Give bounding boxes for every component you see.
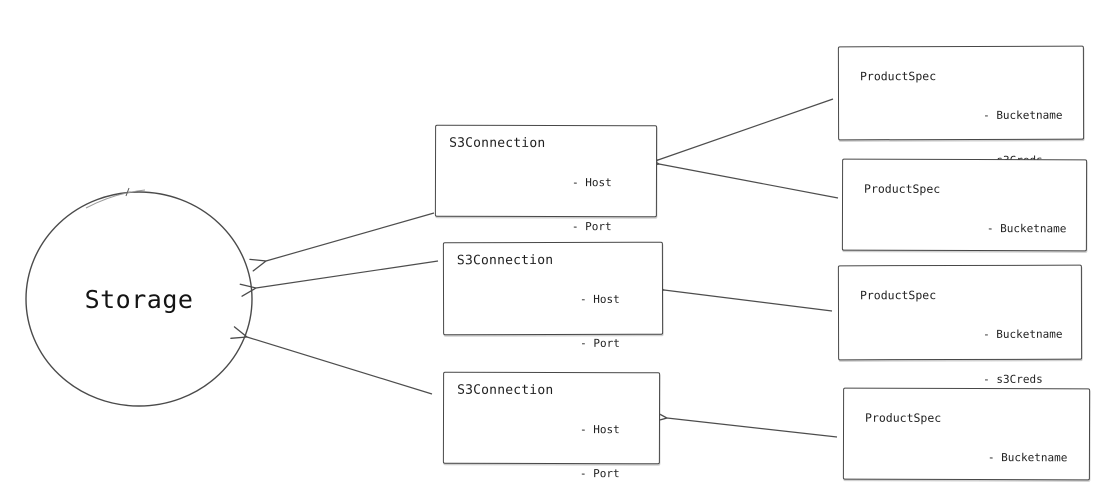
product-spec-title: ProductSpec xyxy=(865,410,942,425)
storage-circle-shape xyxy=(25,191,253,407)
edge-s3-connection-3-to-storage xyxy=(230,326,433,395)
attribute-host: - Host xyxy=(579,423,620,437)
product-spec-title: ProductSpec xyxy=(864,181,941,196)
product-spec-node-3[interactable]: ProductSpec - Bucketname - s3Creds xyxy=(837,264,1083,386)
edge-product-spec-3-to-s3-connection-2 xyxy=(647,281,833,312)
attribute-host: - Host xyxy=(580,292,620,306)
s3-connection-title: S3Connection xyxy=(449,135,546,151)
product-spec-attribute-list: - Bucketname - s3Creds xyxy=(988,420,1068,493)
attribute-host: - Host xyxy=(571,176,612,190)
edge-product-spec-1-to-s3-connection-1 xyxy=(641,98,834,172)
edge-product-spec-2-to-s3-connection-1 xyxy=(642,154,839,199)
attribute-bucketname: - Bucketname xyxy=(986,222,1067,236)
attribute-bucketname: - Bucketname xyxy=(987,451,1068,465)
product-spec-node-1[interactable]: ProductSpec - Bucketname - s3Creds xyxy=(837,45,1085,167)
attribute-port: - Port xyxy=(579,466,620,480)
product-spec-node-2[interactable]: ProductSpec - Bucketname - s3Creds xyxy=(841,158,1088,280)
edge-product-spec-4-to-s3-connection-3 xyxy=(650,409,838,438)
attribute-port: - Port xyxy=(571,219,612,233)
attribute-port: - Port xyxy=(580,336,620,350)
s3-connection-node-1[interactable]: S3Connection - Host - Port - TLS xyxy=(434,124,658,276)
s3-connection-title: S3Connection xyxy=(457,382,554,399)
s3-connection-title: S3Connection xyxy=(456,252,554,269)
edge-s3-connection-2-to-storage xyxy=(239,260,439,297)
storage-circle-sketch-tick xyxy=(125,187,130,197)
attribute-s3creds: - s3Creds xyxy=(983,372,1043,386)
storage-node[interactable]: Storage xyxy=(26,192,252,406)
product-spec-title: ProductSpec xyxy=(859,69,937,84)
s3-connection-node-3[interactable]: S3Connection - Host - Port - TLS xyxy=(442,371,661,480)
s3-connection-attribute-list: - Host - Port - TLS xyxy=(580,394,620,493)
edge-s3-connection-1-to-storage xyxy=(249,212,435,272)
attribute-bucketname: - Bucketname xyxy=(983,327,1063,341)
product-spec-node-4[interactable]: ProductSpec - Bucketname - s3Creds xyxy=(842,387,1091,481)
storage-circle-sketch-stroke xyxy=(85,189,146,209)
storage-node-label: Storage xyxy=(84,284,194,314)
attribute-bucketname: - Bucketname xyxy=(983,108,1063,122)
product-spec-title: ProductSpec xyxy=(859,288,937,303)
s3-connection-node-2[interactable]: S3Connection - Host - Port - TLS xyxy=(442,241,664,393)
